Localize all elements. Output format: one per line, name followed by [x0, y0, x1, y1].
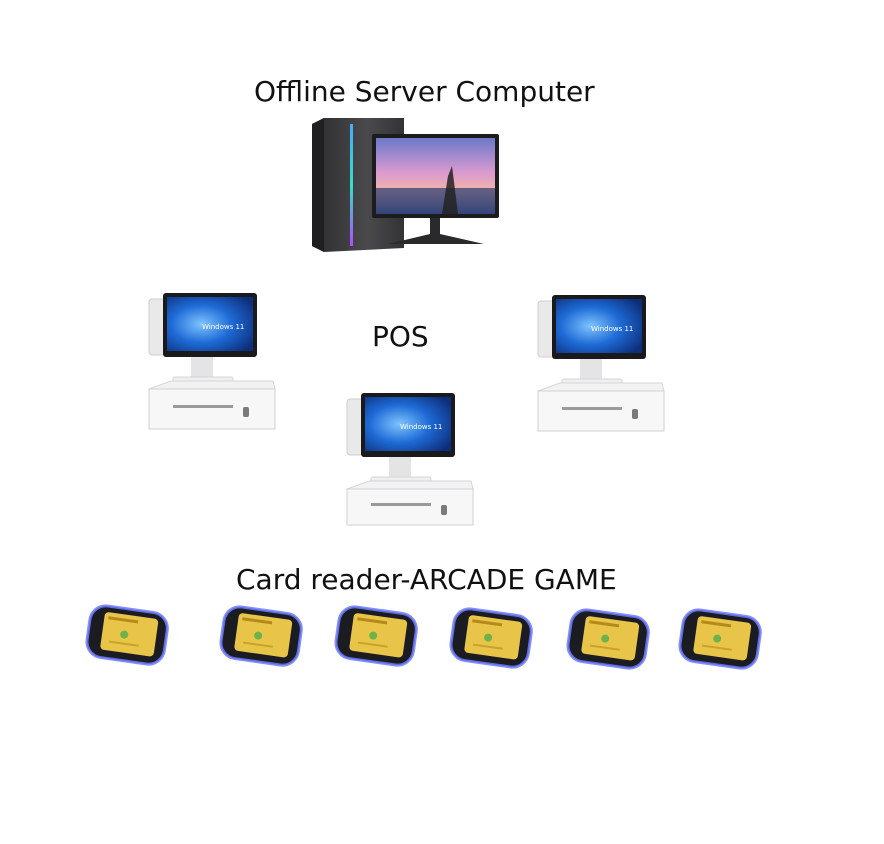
os-name: Windows 11: [202, 323, 244, 331]
pos-label: POS: [372, 320, 429, 353]
card-reader-icon: [565, 607, 651, 673]
os-name: Windows 11: [400, 423, 442, 431]
card-reader-icon: [218, 604, 304, 670]
os-name: Windows 11: [591, 325, 633, 333]
card-reader-label: Card reader-ARCADE GAME: [236, 563, 617, 596]
pos-terminal-icon: Windows 11: [345, 393, 475, 535]
card-reader-icon: [84, 603, 170, 669]
card-reader-icon: [448, 606, 534, 672]
pos-terminal-icon: Windows 11: [536, 295, 666, 437]
server-label: Offline Server Computer: [254, 75, 595, 108]
pos-terminal-icon: Windows 11: [147, 293, 277, 435]
card-reader-icon: [677, 607, 763, 673]
desktop-computer-icon: [312, 116, 502, 254]
card-reader-icon: [333, 604, 419, 670]
